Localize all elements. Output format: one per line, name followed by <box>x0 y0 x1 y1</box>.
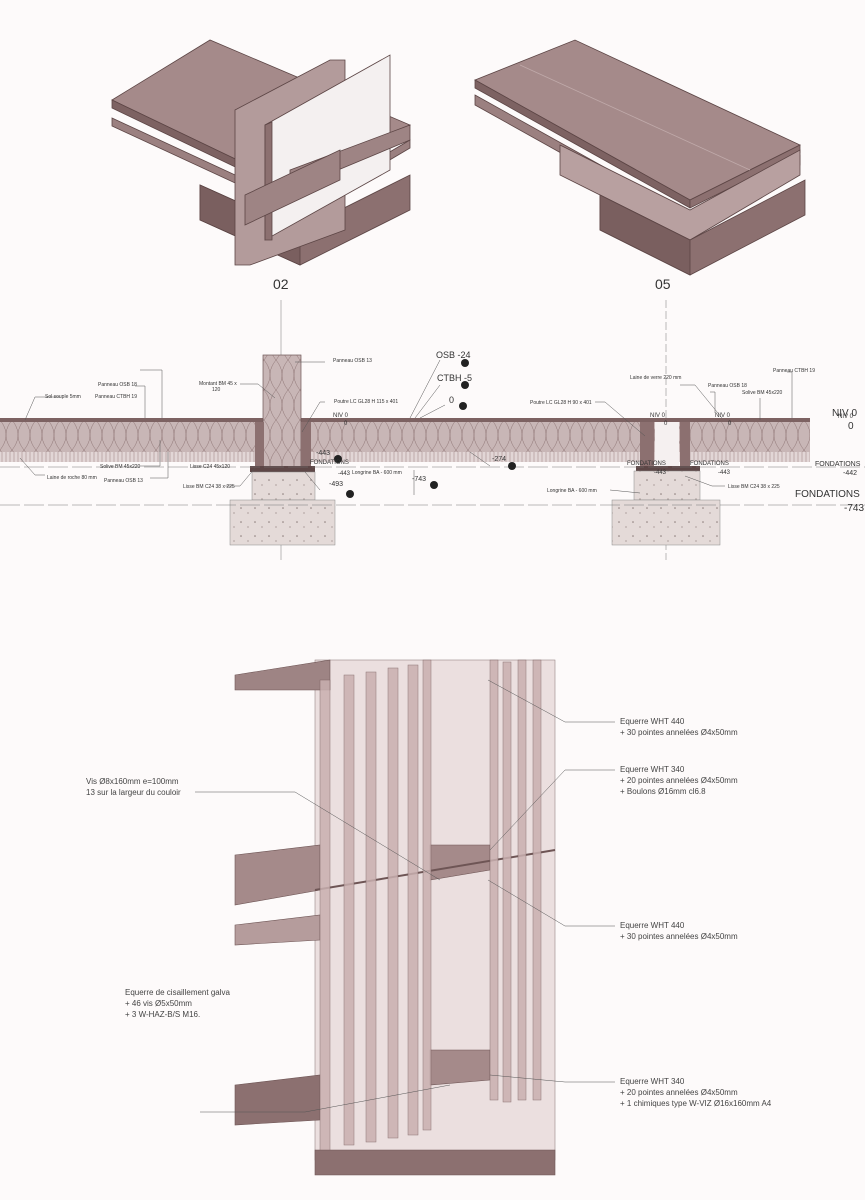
level-ctbh: CTBH -5 <box>437 373 473 383</box>
label-solive-left: Solive BM 45x220 <box>100 464 141 470</box>
annotation-line: + 30 pointes annelées Ø4x50mm <box>620 932 738 941</box>
level-fondations-r3: FONDATIONS <box>815 461 861 468</box>
label-lisse-bm-left: Lisse BM C24 38 x 225 <box>183 484 235 490</box>
level-fondations-r2: FONDATIONS <box>690 461 729 467</box>
annotation-line: + Boulons Ø16mm cl6.8 <box>620 787 706 796</box>
label-laine-verre: Laine de verre 220 mm <box>630 375 682 381</box>
detail-label-05: 05 <box>655 276 671 292</box>
level-m442: -442 <box>843 470 858 477</box>
annotation-line: Equerre WHT 340 <box>620 1077 685 1086</box>
detail-05-drawing <box>474 39 806 276</box>
annotation-line: Equerre WHT 340 <box>620 765 685 774</box>
annotation-line: Equerre WHT 440 <box>620 921 685 930</box>
level-m443-left-2: -443 <box>338 471 351 477</box>
level-fondations-left: FONDATIONS <box>310 460 349 466</box>
label-montant: Montant BM 45 x <box>199 381 237 387</box>
annotation-line: 13 sur la largeur du couloir <box>86 788 181 797</box>
level-osb: OSB -24 <box>436 350 471 360</box>
label-longrine-left: Longrine BA - 600 mm <box>352 470 402 476</box>
label-montant-2: 120 <box>212 387 221 393</box>
annotation-equerre-wht440-top: Equerre WHT 440 + 30 pointes annelées Ø4… <box>620 716 738 738</box>
annotation-equerre-cisaillement: Equerre de cisaillement galva + 46 vis Ø… <box>125 987 230 1020</box>
label-panneau-osb-13: Panneau OSB 13 <box>333 358 372 364</box>
annotation-equerre-wht340-bottom: Equerre WHT 340 + 20 pointes annelées Ø4… <box>620 1076 771 1109</box>
annotation-line: + 3 W-HAZ-B/S M16. <box>125 1010 201 1019</box>
level-niv0-left: NIV 0 <box>333 413 349 419</box>
level-zero: 0 <box>449 395 455 405</box>
annotation-equerre-wht440-bottom: Equerre WHT 440 + 30 pointes annelées Ø4… <box>620 920 738 942</box>
level-niv0-mid: NIV 0 <box>650 413 666 419</box>
level-markers <box>334 359 516 498</box>
level-niv0-right: NIV 0 <box>715 413 731 419</box>
level-m743-mid: -743 <box>412 476 427 483</box>
annotation-line: Equerre de cisaillement galva <box>125 988 230 997</box>
label-longrine-right: Longrine BA - 600 mm <box>547 488 597 494</box>
level-zero-a: 0 <box>344 421 348 427</box>
level-niv0-edge: NIV 0 <box>832 408 858 419</box>
level-m443-r1: -443 <box>654 470 667 476</box>
label-lisse-c24: Lisse C24 45x120 <box>190 464 231 470</box>
level-m493: -493 <box>329 481 344 488</box>
annotation-line: + 20 pointes annelées Ø4x50mm <box>620 776 738 785</box>
detail-label-02: 02 <box>273 276 289 292</box>
level-zero-edge: 0 <box>848 421 854 432</box>
annotation-line: + 30 pointes annelées Ø4x50mm <box>620 728 738 737</box>
wall-column-left <box>262 354 302 469</box>
level-m443-left: -443 <box>316 450 331 457</box>
level-m274: -274 <box>492 456 507 463</box>
foundation-right <box>611 499 721 546</box>
floor-finish-layer <box>0 418 810 422</box>
annotation-line: + 46 vis Ø5x50mm <box>125 999 192 1008</box>
label-lisse-bm-right: Lisse BM C24 38 x 225 <box>728 484 780 490</box>
level-niv0-edge-small: NIV 0 <box>838 414 854 420</box>
label-sol-souple: Sol souple 5mm <box>45 394 81 400</box>
annotation-vis: Vis Ø8x160mm e=100mm 13 sur la largeur d… <box>86 776 181 798</box>
level-zero-c: 0 <box>728 421 732 427</box>
label-panneau-osb-18: Panneau OSB 18 <box>98 382 137 388</box>
axonometric-details-top <box>111 39 806 276</box>
floor-section-drawing <box>0 300 865 560</box>
level-m443-r2: -443 <box>718 470 731 476</box>
label-panneau-ctbh-19: Panneau CTBH 19 <box>95 394 137 400</box>
rock-wool-layer <box>0 452 810 462</box>
foundation-left <box>229 499 336 546</box>
label-panneau-ctbh-19-right: Panneau CTBH 19 <box>773 368 815 374</box>
label-panneau-osb-18-right: Panneau OSB 18 <box>708 383 747 389</box>
annotation-line: + 1 chimiques type W-VIZ Ø16x160mm A4 <box>620 1099 772 1108</box>
level-fondations-r1: FONDATIONS <box>627 461 666 467</box>
label-laine-roche: Laine de roche 80 mm <box>47 475 97 481</box>
label-poutre-left: Poutre LC GL28 H 115 x 401 <box>334 399 399 405</box>
annotation-equerre-wht340-top: Equerre WHT 340 + 20 pointes annelées Ø4… <box>620 764 738 797</box>
label-panneau-osb-13-bottom: Panneau OSB 13 <box>104 478 143 484</box>
level-m743: -743 <box>844 503 865 514</box>
level-zero-b: 0 <box>664 421 668 427</box>
level-fondations-big: FONDATIONS <box>795 489 860 500</box>
annotation-line: + 20 pointes annelées Ø4x50mm <box>620 1088 738 1097</box>
label-poutre-right: Poutre LC GL28 H 90 x 401 <box>530 400 592 406</box>
label-solive-right: Solive BM 45x220 <box>742 390 783 396</box>
annotation-line: Vis Ø8x160mm e=100mm <box>86 777 179 786</box>
detail-02-drawing <box>111 39 411 266</box>
annotation-line: Equerre WHT 440 <box>620 717 685 726</box>
